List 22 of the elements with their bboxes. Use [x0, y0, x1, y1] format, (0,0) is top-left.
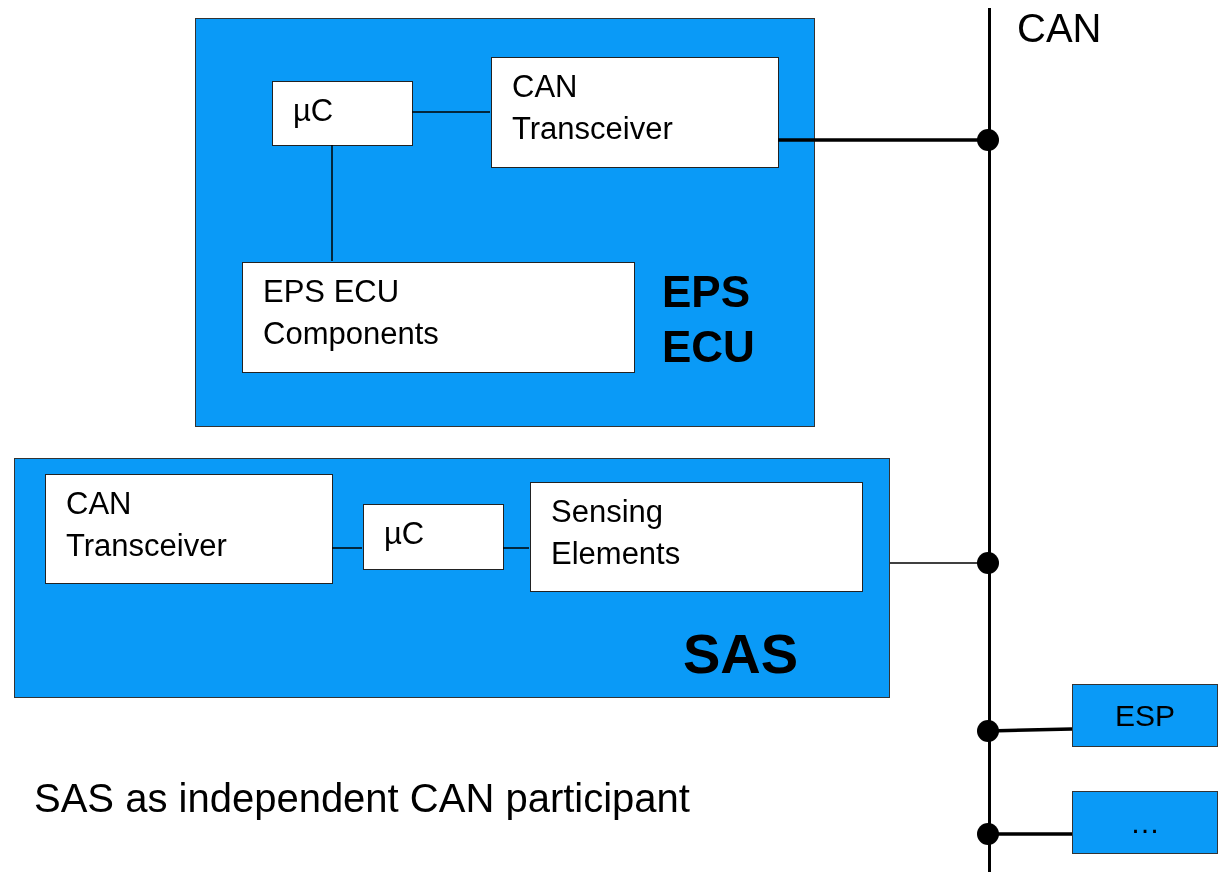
bus-connection: [977, 823, 1072, 845]
connector-line: [331, 547, 363, 549]
connector-line: [502, 547, 530, 549]
bus-connection: [778, 129, 999, 151]
component-box: Sensing Elements: [530, 482, 863, 592]
bus-label: CAN: [1017, 8, 1102, 48]
module-title: EPS ECU: [662, 266, 756, 373]
connector-line: [331, 144, 333, 262]
component-box: CAN Transceiver: [491, 57, 779, 168]
component-box: µC: [272, 81, 413, 146]
node-box: …: [1072, 791, 1218, 854]
connector-line: [411, 111, 491, 113]
module-panel: [14, 458, 890, 698]
module-title: SAS: [683, 621, 800, 687]
module-panel: [195, 18, 815, 427]
bus-connection: [889, 552, 999, 574]
caption: SAS as independent CAN participant: [34, 778, 690, 818]
component-box: EPS ECU Components: [242, 262, 635, 373]
component-box: µC: [363, 504, 504, 570]
node-box: ESP: [1072, 684, 1218, 747]
component-box: CAN Transceiver: [45, 474, 333, 584]
bus-connection: [977, 720, 1073, 742]
